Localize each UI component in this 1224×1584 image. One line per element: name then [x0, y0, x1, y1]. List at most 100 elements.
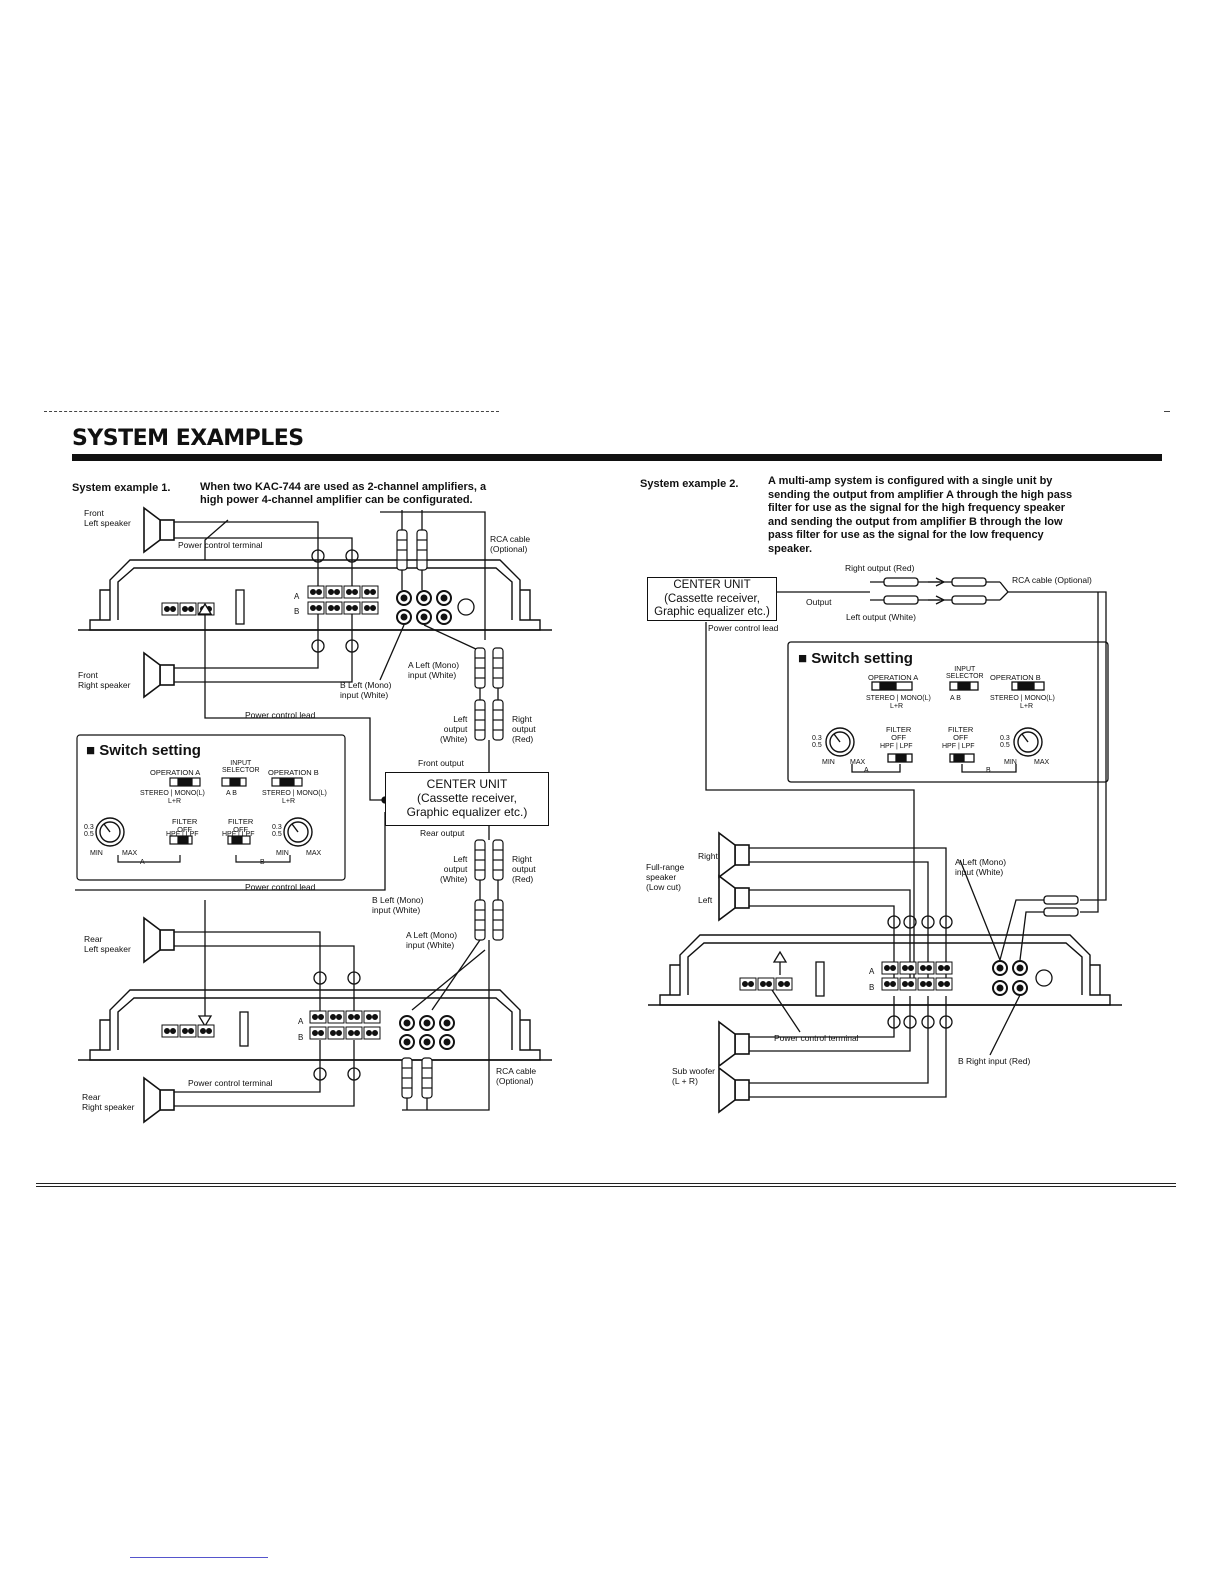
- min-label-1a: MIN: [90, 850, 103, 857]
- filter-off-label-1b: FILTER OFF: [228, 817, 254, 834]
- page-title: SYSTEM EXAMPLES: [72, 426, 304, 451]
- front-left-output-label: Left output (White): [440, 714, 468, 744]
- example2-description-line: filter for use as the signal for the hig…: [768, 502, 1066, 514]
- stereo-mono-label-1a: STEREO | MONO(L): [140, 790, 205, 797]
- left-output-white-label: Left output (White): [846, 612, 916, 622]
- svg-text:A: A: [869, 967, 875, 976]
- footer-rule-2: [36, 1186, 1176, 1187]
- switch-setting-text-1: Switch setting: [99, 742, 201, 759]
- b-left-mono-input-label-2: B Left (Mono) input (White): [372, 895, 424, 915]
- example2-description: A multi-amp system is configured with a …: [768, 475, 1128, 556]
- filter-off-label-2b: FILTER OFF: [948, 725, 974, 742]
- top-tick-mark: [1164, 411, 1170, 412]
- level-05-label-2b: 0.5: [1000, 742, 1010, 749]
- stereo-mono-label-2a: STEREO | MONO(L): [866, 695, 931, 702]
- filter-off-label-1a: FILTER OFF: [172, 817, 198, 834]
- power-control-terminal-label-3: Power control terminal: [774, 1033, 859, 1043]
- power-control-terminal-label-2: Power control terminal: [188, 1078, 273, 1088]
- a-left-mono-input-label-2: A Left (Mono) input (White): [406, 930, 458, 950]
- rear-left-output-label: Left output (White): [440, 854, 468, 884]
- filter-off-label-2a: FILTER OFF: [886, 725, 912, 742]
- front-right-output-label: Right output (Red): [512, 714, 536, 744]
- power-control-terminal-label: Power control terminal: [178, 540, 263, 550]
- switch-setting-title-2: ■ Switch setting: [798, 650, 913, 667]
- lr-label-2b: L+R: [1020, 703, 1034, 710]
- example2-description-line: A multi-amp system is configured with a …: [768, 475, 1053, 487]
- level-03-label-1a: 0.3: [84, 824, 94, 831]
- max-label-2b: MAX: [1034, 759, 1050, 766]
- center-unit-subtitle-2: (Cassette receiver,: [664, 592, 760, 605]
- max-label-1a: MAX: [122, 850, 138, 857]
- a-left-mono-input-label-3: A Left (Mono) input (White): [955, 857, 1007, 877]
- right-output-red-label: Right output (Red): [845, 563, 915, 573]
- b-label-1: B: [260, 859, 265, 866]
- center-unit-box-2: CENTER UNIT (Cassette receiver, Graphic …: [647, 577, 777, 621]
- hpf-lpf-label-1b: HPF | LPF: [222, 831, 255, 838]
- full-range-speaker-label: Full-range speaker (Low cut): [646, 862, 685, 892]
- min-label-1b: MIN: [276, 850, 289, 857]
- switch-setting-title-1: ■ Switch setting: [86, 742, 201, 759]
- svg-text:A: A: [298, 1017, 304, 1026]
- min-label-2b: MIN: [1004, 759, 1017, 766]
- rear-left-speaker-label: Rear Left speaker: [84, 934, 131, 954]
- level-03-label-1b: 0.3: [272, 824, 282, 831]
- rca-cable-label: RCA cable (Optional): [490, 534, 531, 554]
- b-label-2: B: [986, 767, 991, 774]
- a-label-1: A: [140, 859, 145, 866]
- title-bar: [72, 454, 1162, 461]
- hpf-lpf-label-2b: HPF | LPF: [942, 743, 975, 750]
- example2-description-line: pass filter for use as the signal for th…: [768, 529, 1044, 541]
- max-label-1b: MAX: [306, 850, 322, 857]
- operation-b-label-2: OPERATION B: [990, 673, 1041, 682]
- rca-cable-label-2: RCA cable (Optional): [496, 1066, 537, 1086]
- b-right-input-label: B Right input (Red): [958, 1056, 1031, 1066]
- level-05-label-1b: 0.5: [272, 831, 282, 838]
- example1-label: System example 1.: [72, 482, 171, 494]
- level-03-label-2b: 0.3: [1000, 735, 1010, 742]
- power-control-lead-label-3: Power control lead: [708, 623, 779, 633]
- front-left-speaker-label: Front Left speaker: [84, 508, 131, 528]
- svg-text:B: B: [869, 983, 874, 992]
- stereo-mono-label-2b: STEREO | MONO(L): [990, 695, 1055, 702]
- hpf-lpf-label-1a: HPF | LPF: [166, 831, 199, 838]
- center-unit-subtitle: Graphic equalizer etc.): [406, 805, 528, 819]
- left-speaker-label: Left: [698, 895, 713, 905]
- operation-b-label-1: OPERATION B: [268, 768, 319, 777]
- example1-description-line2: high power 4-channel amplifier can be co…: [200, 494, 473, 506]
- a-left-mono-input-label: A Left (Mono) input (White): [408, 660, 460, 680]
- ab-label-2: A B: [950, 695, 961, 702]
- hpf-lpf-label-2a: HPF | LPF: [880, 743, 913, 750]
- bottom-link-rule: [130, 1557, 268, 1558]
- lr-label-2a: L+R: [890, 703, 904, 710]
- rear-output-label: Rear output: [420, 828, 465, 838]
- top-dashed-line: [44, 411, 499, 412]
- level-03-label-2a: 0.3: [812, 735, 822, 742]
- svg-text:A: A: [294, 592, 300, 601]
- center-unit-title: CENTER UNIT: [426, 777, 508, 791]
- example2-label: System example 2.: [640, 478, 739, 490]
- footer-rule: [36, 1183, 1176, 1184]
- input-selector-label-2: INPUT SELECTOR: [946, 666, 984, 680]
- center-unit-subtitle: (Cassette receiver,: [416, 791, 518, 805]
- a-label-2: A: [864, 767, 869, 774]
- input-selector-label-1: INPUT SELECTOR: [222, 760, 260, 774]
- center-unit-box: CENTER UNIT (Cassette receiver, Graphic …: [385, 772, 549, 826]
- rear-right-output-label: Right output (Red): [512, 854, 536, 884]
- example2-description-line: sending the output from amplifier A thro…: [768, 488, 1073, 501]
- max-label-2a: MAX: [850, 759, 866, 766]
- level-05-label-2a: 0.5: [812, 742, 822, 749]
- front-output-label: Front output: [418, 758, 464, 768]
- level-05-label-1a: 0.5: [84, 831, 94, 838]
- example2-description-line: speaker.: [768, 542, 813, 555]
- operation-a-label-2: OPERATION A: [868, 673, 919, 682]
- center-unit-subtitle-2: Graphic equalizer etc.): [654, 606, 770, 618]
- rear-right-speaker-label: Rear Right speaker: [82, 1092, 135, 1112]
- output-label: Output: [806, 597, 832, 607]
- ab-label-1: A B: [226, 790, 237, 797]
- rca-cable-optional-label: RCA cable (Optional): [1012, 575, 1092, 585]
- svg-text:B: B: [298, 1033, 303, 1042]
- switch-setting-text-2: Switch setting: [811, 650, 913, 667]
- min-label-2a: MIN: [822, 759, 835, 766]
- operation-a-label-1: OPERATION A: [150, 768, 201, 777]
